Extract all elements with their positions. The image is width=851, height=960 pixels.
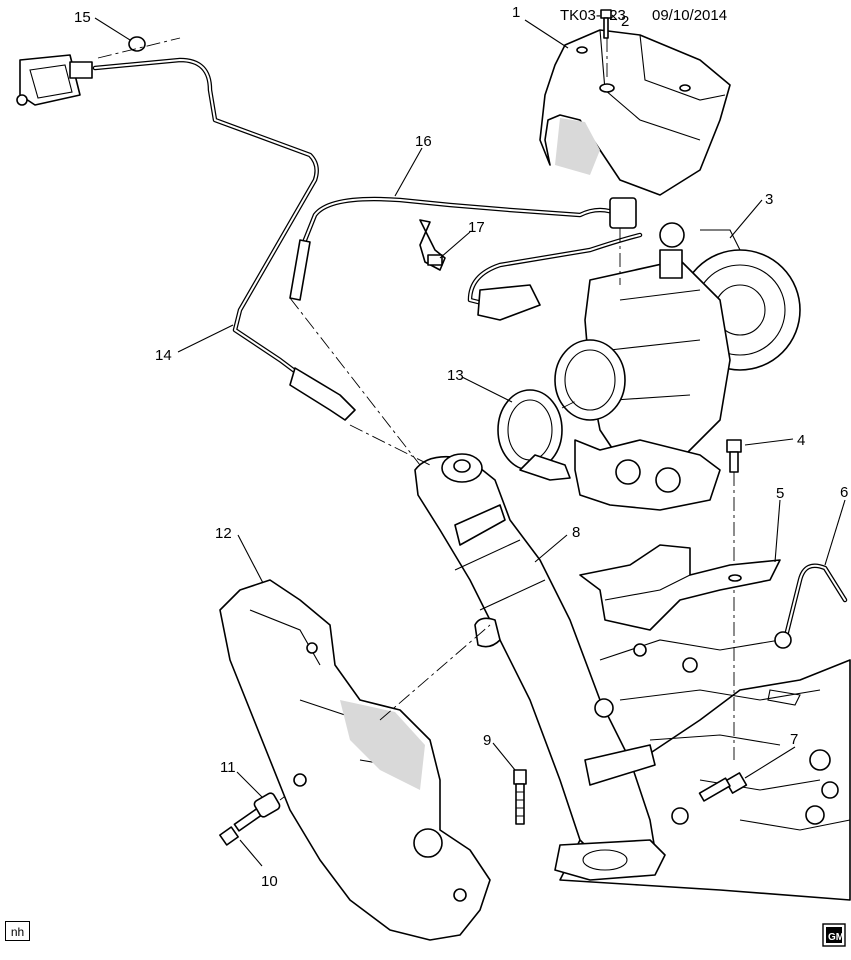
turbo-bracket <box>579 544 781 631</box>
downpipe-stud <box>513 769 527 825</box>
exhaust-temp-sensor <box>92 57 356 421</box>
exhaust-heat-shield <box>219 579 491 941</box>
callout-5: 5 <box>776 485 784 502</box>
callout-2: 2 <box>621 13 629 30</box>
callout-12: 12 <box>215 525 232 542</box>
wiring-clip <box>419 219 446 271</box>
leader-lines <box>94 14 846 867</box>
heat-shield-bolt <box>600 9 612 39</box>
drawing-date: 09/10/2014 <box>652 7 727 24</box>
callout-16: 16 <box>415 133 432 150</box>
turbocharger <box>554 222 801 511</box>
callout-14: 14 <box>155 347 172 364</box>
gm-logo-icon: GM <box>822 923 846 947</box>
sensor-harness <box>289 196 643 321</box>
callout-13: 13 <box>447 367 464 384</box>
v-band-clamp <box>497 389 571 481</box>
callout-10: 10 <box>261 873 278 890</box>
turbo-bolt <box>726 439 742 473</box>
heat-shield-spacer <box>253 792 281 818</box>
exhaust-downpipe <box>414 453 689 881</box>
heat-shield-lower-bolt <box>219 806 265 846</box>
callout-7: 7 <box>790 731 798 748</box>
callout-4: 4 <box>797 432 805 449</box>
drawing-code: TK03-423 <box>560 7 626 24</box>
callout-15: 15 <box>74 9 91 26</box>
callout-1: 1 <box>512 4 520 21</box>
gm-logo-text: GM <box>828 932 844 943</box>
turbo-heat-shield <box>539 29 731 196</box>
oil-feed-line <box>774 563 848 649</box>
callout-3: 3 <box>765 191 773 208</box>
downpipe-bolt <box>698 772 748 802</box>
sensor-module <box>16 36 146 106</box>
callout-6: 6 <box>840 484 848 501</box>
illustrator-initials: nh <box>5 921 30 941</box>
callout-9: 9 <box>483 732 491 749</box>
callout-8: 8 <box>572 524 580 541</box>
callout-11: 11 <box>220 759 236 776</box>
callout-17: 17 <box>468 219 485 236</box>
